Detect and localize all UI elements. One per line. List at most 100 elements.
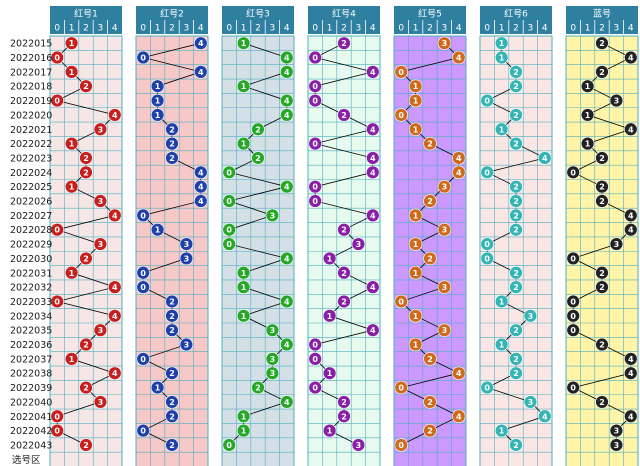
ball-circle	[509, 366, 523, 380]
ball-circle	[423, 136, 437, 151]
ball-marker: 1	[408, 208, 423, 223]
ball-marker: 2	[337, 266, 351, 280]
ball-number: 2	[513, 82, 519, 91]
ball-marker: 2	[423, 194, 437, 208]
column-header-digit: 0	[226, 24, 232, 34]
series-header-label: 红号3	[246, 8, 270, 20]
ball-circle	[251, 151, 265, 165]
ball-number: 1	[499, 125, 505, 134]
ball-marker: 1	[494, 122, 509, 136]
ball-marker: 0	[566, 380, 580, 395]
series-header-label: 红号4	[332, 8, 356, 20]
ball-marker: 0	[136, 208, 150, 223]
ball-circle	[595, 266, 609, 280]
ball-circle	[452, 50, 466, 65]
ball-number: 3	[442, 283, 448, 292]
ball-circle	[394, 108, 408, 122]
ball-marker: 0	[566, 165, 580, 180]
ball-marker: 0	[394, 380, 408, 395]
ball-circle	[165, 294, 179, 309]
ball-circle	[366, 151, 380, 165]
ball-circle	[222, 223, 236, 237]
ball-circle	[566, 380, 580, 395]
ball-marker: 4	[280, 108, 294, 122]
ball-number: 0	[140, 427, 146, 436]
ball-marker: 4	[366, 165, 380, 180]
ball-marker: 4	[624, 223, 638, 237]
series-header-band	[136, 6, 208, 20]
column-header-digit: 4	[370, 24, 376, 34]
series-header-band	[222, 6, 294, 20]
ball-marker: 1	[322, 366, 337, 380]
ball-circle	[280, 337, 294, 352]
ball-circle	[165, 309, 179, 323]
ball-number: 2	[599, 341, 605, 350]
ball-marker: 2	[251, 380, 265, 395]
ball-marker: 4	[624, 352, 638, 366]
ball-number: 1	[413, 97, 419, 106]
ball-number: 4	[628, 355, 634, 364]
ball-number: 2	[427, 197, 433, 206]
column-header-digit: 3	[442, 24, 448, 34]
ball-number: 0	[570, 168, 576, 177]
ball-circle	[79, 165, 93, 180]
ball-number: 3	[356, 240, 362, 249]
ball-number: 2	[83, 384, 89, 393]
column-header-digit: 0	[140, 24, 146, 34]
ball-marker: 3	[437, 280, 452, 294]
column-header-digit: 1	[499, 24, 505, 34]
column-header-digit: 4	[284, 24, 290, 34]
ball-number: 0	[140, 283, 146, 292]
ball-number: 3	[614, 97, 620, 106]
ball-marker: 3	[609, 93, 624, 108]
ball-circle	[93, 323, 108, 337]
ball-number: 4	[284, 183, 290, 192]
ball-number: 2	[169, 140, 175, 149]
ball-marker: 1	[580, 136, 595, 151]
series-header-label: 红号5	[418, 8, 442, 20]
ball-number: 3	[442, 39, 448, 48]
ball-marker: 0	[566, 251, 580, 266]
ball-circle	[437, 179, 452, 194]
ball-number: 2	[513, 111, 519, 120]
ball-number: 2	[83, 82, 89, 91]
ball-marker: 2	[509, 136, 523, 151]
ball-circle	[64, 65, 79, 79]
ball-circle	[150, 93, 165, 108]
ball-circle	[494, 50, 509, 65]
ball-circle	[165, 323, 179, 337]
ball-circle	[423, 194, 437, 208]
ball-circle	[337, 108, 351, 122]
series-header-band	[50, 6, 122, 20]
ball-marker: 4	[194, 194, 208, 208]
ball-circle	[437, 280, 452, 294]
ball-number: 4	[284, 68, 290, 77]
period-label: 2022029	[10, 240, 52, 251]
ball-marker: 1	[408, 309, 423, 323]
ball-marker: 2	[337, 36, 351, 50]
ball-circle	[394, 380, 408, 395]
ball-marker: 0	[50, 93, 64, 108]
ball-circle	[538, 409, 552, 423]
ball-number: 2	[341, 39, 347, 48]
ball-circle	[93, 194, 108, 208]
column-header-digit: 2	[599, 24, 605, 34]
ball-circle	[50, 223, 64, 237]
ball-marker: 1	[64, 136, 79, 151]
ball-number: 1	[327, 312, 333, 321]
ball-circle	[509, 280, 523, 294]
ball-circle	[595, 151, 609, 165]
period-label: 2022033	[10, 297, 52, 308]
ball-number: 3	[98, 398, 104, 407]
ball-number: 3	[98, 197, 104, 206]
ball-number: 4	[284, 341, 290, 350]
ball-marker: 4	[194, 165, 208, 180]
ball-circle	[437, 36, 452, 50]
column-header-band	[566, 20, 638, 34]
ball-circle	[480, 380, 494, 395]
ball-number: 4	[284, 398, 290, 407]
ball-marker: 3	[179, 337, 194, 352]
ball-marker: 0	[480, 165, 494, 180]
ball-circle	[494, 36, 509, 50]
